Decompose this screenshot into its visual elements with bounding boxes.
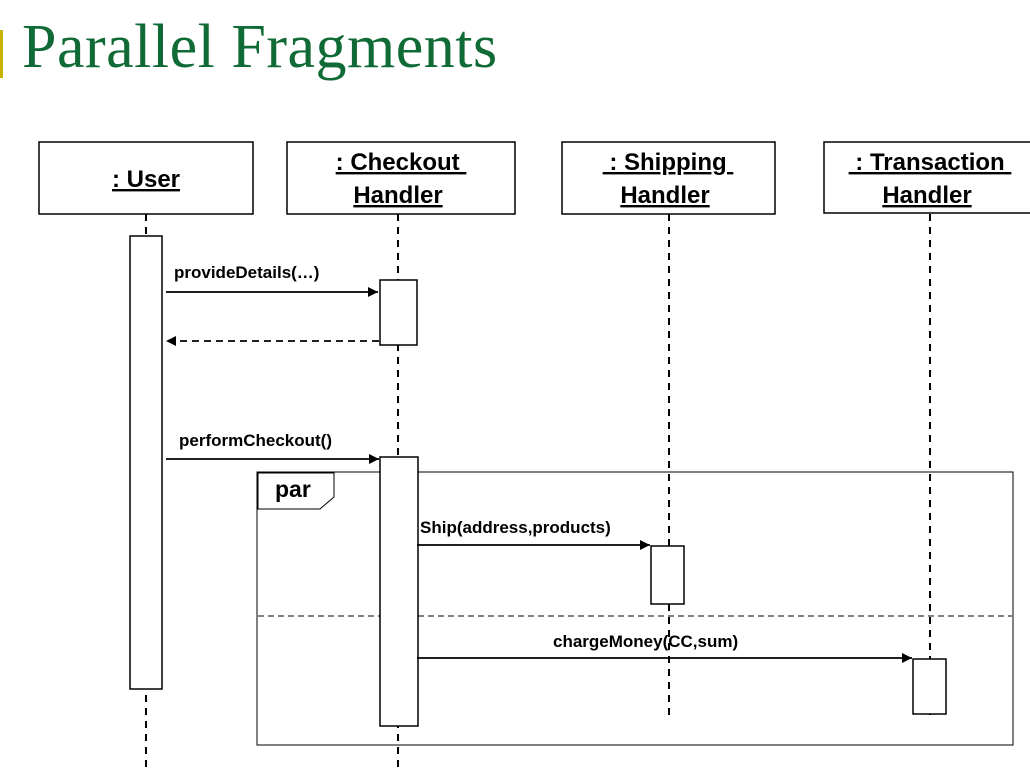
slide-title: Parallel Fragments (22, 13, 498, 81)
message-provide-details-label: provideDetails(…) (174, 263, 319, 282)
message-perform-checkout-label: performCheckout() (179, 431, 332, 450)
lifeline-checkout-name-line1: : Checkout (336, 149, 467, 176)
lifeline-shipping-name-line2: Handler (620, 182, 709, 209)
message-ship-label: Ship(address,products) (420, 518, 611, 537)
lifeline-transaction-head: : Transaction Handler (823, 141, 1030, 214)
activation-checkout-2 (379, 456, 419, 727)
par-operator-label: par (275, 476, 311, 502)
message-charge-money-label: chargeMoney(CC,sum) (553, 632, 738, 651)
lifeline-checkout-name-line2: Handler (353, 182, 442, 209)
activation-shipping (650, 545, 685, 605)
par-operator-tab (257, 472, 335, 510)
par-fragment (256, 471, 1014, 746)
lifeline-checkout-head: : Checkout Handler (286, 141, 516, 215)
lifeline-transaction-name-line1: : Transaction (849, 149, 1012, 176)
lifeline-user-head: : User (38, 141, 254, 215)
lifeline-transaction-name-line2: Handler (882, 182, 971, 209)
lifeline-shipping-head: : Shipping Handler (561, 141, 776, 215)
activation-checkout-1 (379, 279, 418, 346)
activation-transaction (912, 658, 947, 715)
lifeline-user-name: : User (112, 166, 180, 193)
activation-user (129, 235, 163, 690)
title-accent-bar (0, 30, 3, 78)
lifeline-shipping-name-line1: : Shipping (603, 149, 734, 176)
